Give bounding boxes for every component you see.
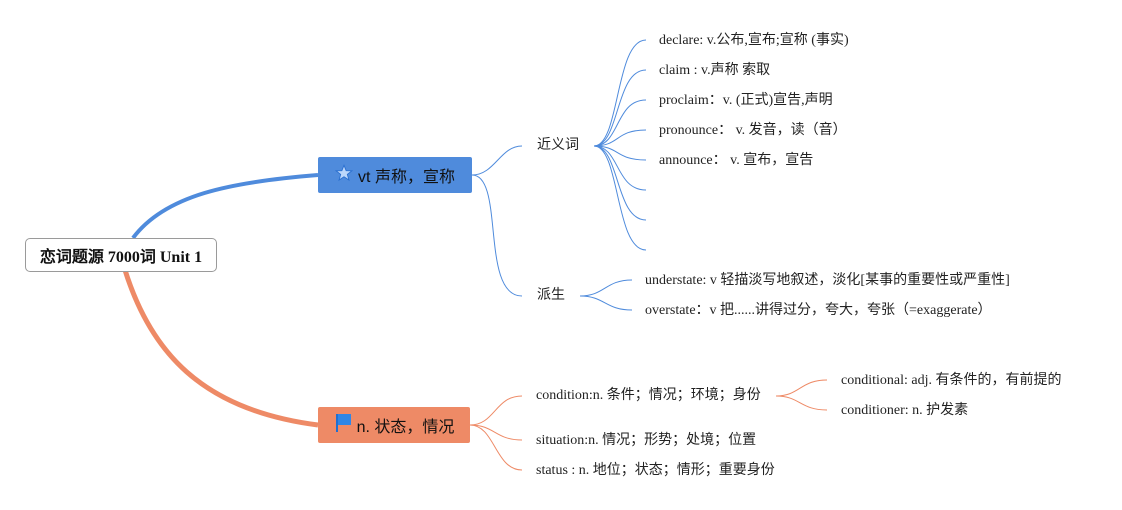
state-item-status[interactable]: status : n. 地位；状态；情形；重要身份 bbox=[536, 463, 775, 478]
synonym-item[interactable]: proclaim：v. (正式)宣告,声明 bbox=[659, 93, 833, 108]
synonym-item[interactable]: declare: v.公布,宣布;宣称 (事实) bbox=[659, 33, 849, 48]
synonym-item[interactable]: pronounce： v. 发音，读（音） bbox=[659, 123, 847, 138]
state-item-condition[interactable]: condition:n. 条件；情况；环境；身份 bbox=[536, 388, 761, 403]
branch-noun-state[interactable]: n. 状态，情况 bbox=[318, 407, 470, 443]
synonym-item[interactable]: announce： v. 宣布，宣告 bbox=[659, 153, 814, 168]
star-icon bbox=[334, 163, 354, 187]
derived-item[interactable]: understate: v 轻描淡写地叙述，淡化[某事的重要性或严重性] bbox=[645, 273, 1010, 288]
root-topic-label: 恋词题源 7000词 Unit 1 bbox=[39, 249, 203, 266]
root-topic[interactable]: 恋词题源 7000词 Unit 1 bbox=[25, 238, 217, 272]
synonyms-topic[interactable]: 近义词 bbox=[537, 138, 579, 153]
verb-to-derived-link bbox=[471, 174, 523, 297]
condition-child-item[interactable]: conditioner: n. 护发素 bbox=[841, 403, 969, 418]
flag-icon bbox=[334, 413, 352, 438]
branch-verb-claim[interactable]: vt 声称，宣称 bbox=[318, 157, 472, 193]
verb-to-synonyms-link bbox=[471, 145, 523, 176]
state-item-situation[interactable]: situation:n. 情况；形势；处境；位置 bbox=[536, 433, 757, 448]
derived-item[interactable]: overstate：v 把......讲得过分，夸大，夸张（=exaggerat… bbox=[645, 303, 992, 318]
derived-topic[interactable]: 派生 bbox=[537, 288, 565, 303]
root-to-noun-branch bbox=[122, 269, 319, 428]
root-to-verb-branch bbox=[131, 173, 319, 240]
condition-child-item[interactable]: conditional: adj. 有条件的，有前提的 bbox=[841, 373, 1062, 388]
branch-verb-label: vt 声称，宣称 bbox=[358, 169, 455, 186]
synonym-item[interactable]: claim : v.声称 索取 bbox=[659, 63, 771, 78]
branch-noun-label: n. 状态，情况 bbox=[356, 419, 455, 436]
